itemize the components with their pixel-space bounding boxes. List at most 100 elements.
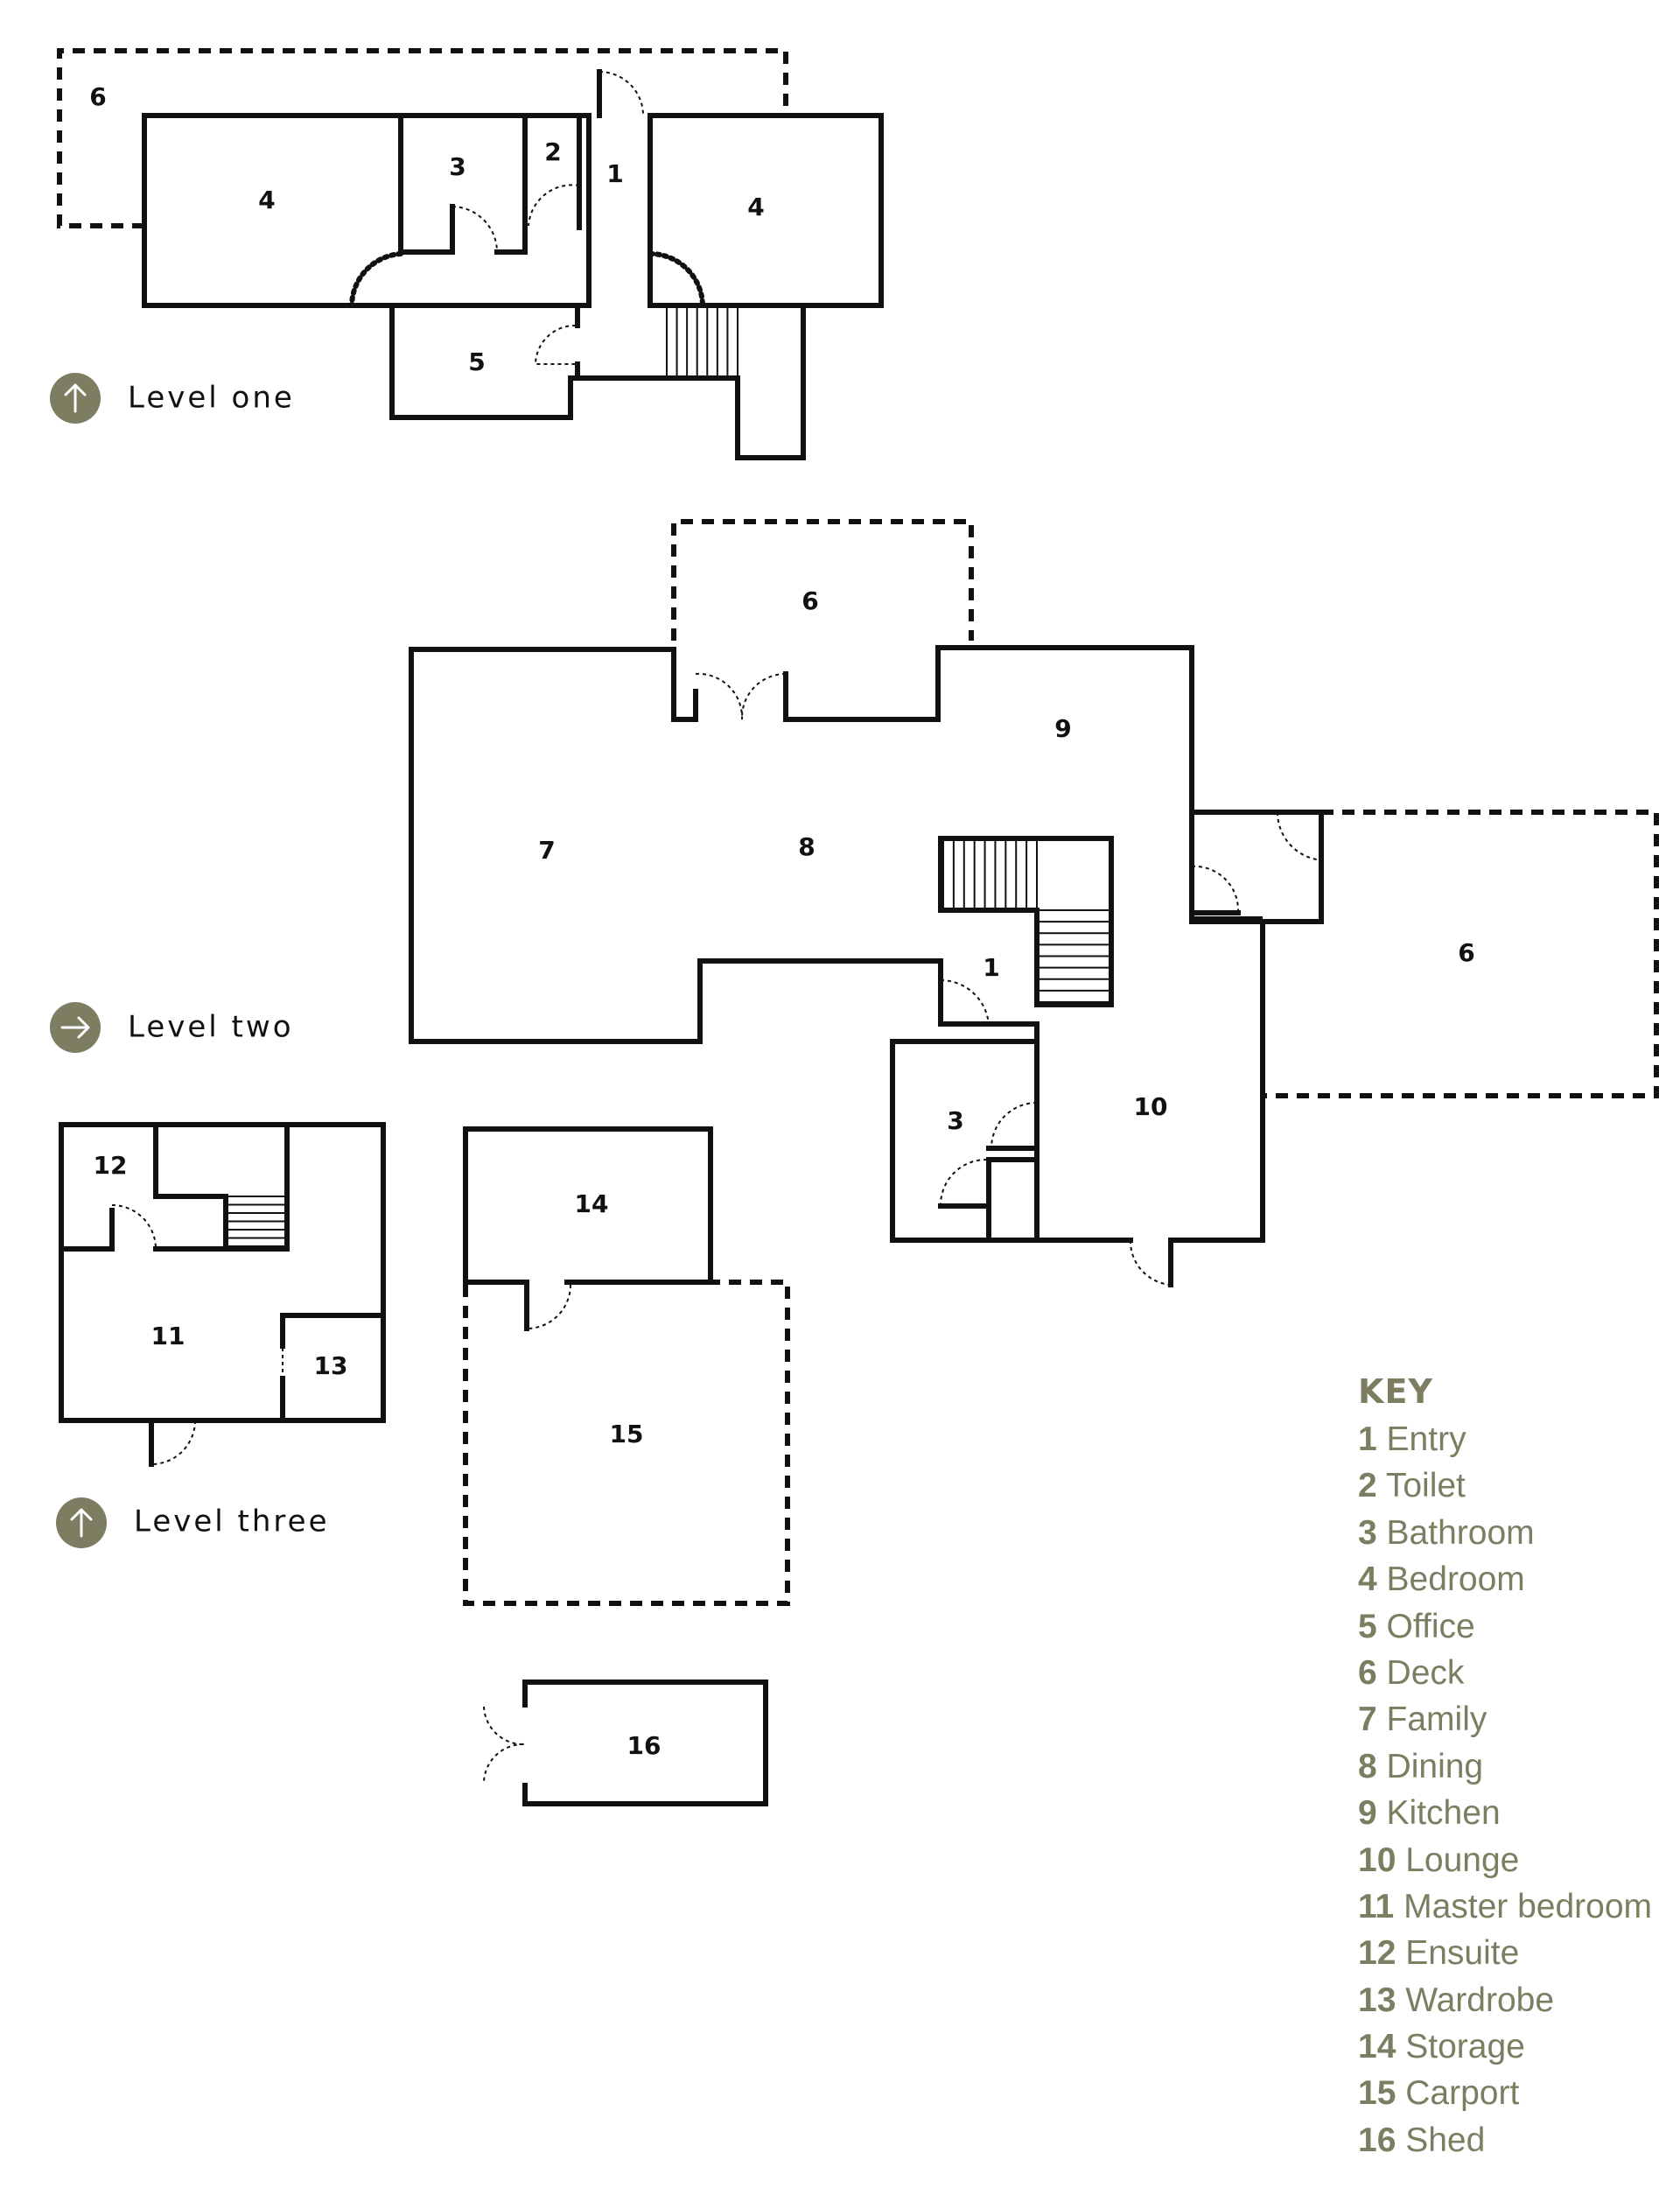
level-two-stairs [942, 841, 1109, 1003]
legend-item-number: 2 [1358, 1467, 1377, 1505]
room-label: 11 [151, 1322, 186, 1350]
room-label: 5 [468, 347, 485, 376]
level-two-double-door-swing-right [740, 673, 787, 720]
level-three-door-swing [150, 1420, 196, 1465]
level-one-bedroom-right [648, 113, 884, 308]
legend-item-number: 7 [1358, 1701, 1377, 1739]
level-one-toilet-door-swing [528, 184, 580, 227]
level-three-outline [59, 1122, 386, 1423]
legend-item-name: Shed [1405, 2121, 1486, 2159]
level-two-top-walls [671, 645, 1263, 923]
legend-item-number: 13 [1358, 1981, 1396, 2019]
legend-item-number: 11 [1358, 1887, 1395, 1925]
level-one-bathroom-door-swing [452, 206, 498, 253]
level-three-ensuite-walls [59, 1122, 228, 1252]
legend-item: 7 Family [1358, 1696, 1673, 1743]
level-three-ensuite-door-swing [111, 1204, 157, 1250]
outbuildings: 14 15 16 [463, 1126, 790, 1806]
legend-item: 8 Dining [1358, 1743, 1673, 1790]
level-two-deck-top [671, 519, 974, 641]
legend-item-name: Master bedroom [1404, 1887, 1653, 1925]
legend-item: 6 Deck [1358, 1650, 1673, 1696]
storage-walls [463, 1126, 713, 1285]
legend-item-number: 8 [1358, 1747, 1377, 1785]
carport-outline [463, 1280, 790, 1606]
room-label: 6 [802, 586, 818, 615]
legend-item-number: 16 [1358, 2121, 1396, 2159]
legend-item-name: Office [1386, 1607, 1475, 1645]
room-label: 14 [575, 1189, 609, 1218]
legend-item-name: Wardrobe [1405, 1981, 1555, 2019]
legend-item-name: Toilet [1385, 1467, 1466, 1505]
level-two-label: Level two [128, 1010, 294, 1045]
room-label: 4 [258, 186, 275, 214]
legend-item: 2 Toilet [1358, 1462, 1673, 1509]
legend-item-name: Lounge [1405, 1841, 1520, 1879]
room-label: 9 [1054, 714, 1071, 743]
legend-item: 4 Bedroom [1358, 1556, 1673, 1602]
level-one-office-door-swing [534, 324, 577, 365]
legend-item-name: Bathroom [1386, 1513, 1535, 1552]
room-label: 7 [538, 836, 555, 865]
level-two-entry-door-swing [940, 978, 990, 1027]
level-one-plan: 6 4 3 2 1 4 5 Level one [50, 48, 884, 460]
level-two-lounge-door-swing [1129, 1239, 1172, 1286]
level-three-plan: 12 11 13 Level three [56, 1122, 386, 1548]
legend-item-number: 1 [1358, 1420, 1377, 1458]
level-two-side-door-swing [1277, 811, 1326, 861]
legend-item: 13 Wardrobe [1358, 1977, 1673, 2023]
legend-item: 5 Office [1358, 1603, 1673, 1650]
legend-item-name: Bedroom [1386, 1560, 1525, 1599]
room-label: 6 [89, 82, 106, 111]
legend-item-number: 3 [1358, 1513, 1377, 1552]
room-label: 1 [606, 159, 623, 188]
level-two-bathroom-walls [938, 1146, 1040, 1243]
legend-item-name: Family [1386, 1701, 1488, 1739]
legend-item-number: 9 [1358, 1794, 1377, 1833]
legend-item-number: 14 [1358, 2028, 1396, 2066]
level-one-hall-walls [577, 116, 653, 256]
level-two-main-outline [409, 647, 943, 1044]
room-label: 10 [1134, 1092, 1168, 1121]
legend-item-number: 4 [1358, 1560, 1377, 1599]
level-one-bathroom-walls [398, 113, 528, 255]
legend-title: KEY [1358, 1372, 1433, 1411]
level-two-bathroom-door-swing [990, 1102, 1038, 1149]
storage-door-swing [526, 1284, 571, 1329]
level-two-bathroom-inner-door-swing [939, 1158, 988, 1207]
legend-item-name: Entry [1386, 1420, 1466, 1458]
room-label: 1 [983, 953, 999, 982]
room-label: 8 [798, 832, 815, 861]
room-label: 3 [449, 152, 466, 181]
level-two-double-door-swing-left [695, 672, 744, 720]
level-three-label: Level three [134, 1504, 330, 1539]
level-one-deck [57, 48, 788, 228]
level-two-kitchen-door-swing [1191, 865, 1240, 911]
room-label: 16 [627, 1731, 662, 1760]
shed-walls [522, 1680, 768, 1806]
legend-item-name: Ensuite [1405, 1934, 1520, 1973]
level-three-wardrobe-walls [280, 1313, 386, 1423]
level-one-bedroom-left [142, 113, 592, 308]
level-two-kitchen-side-walls [1189, 810, 1324, 924]
room-label: 6 [1458, 938, 1474, 967]
shed-door-swing [483, 1706, 526, 1783]
room-label: 2 [544, 137, 561, 166]
level-one-bedroom-door-swing [349, 251, 403, 308]
legend-item-name: Kitchen [1386, 1794, 1501, 1833]
level-one-bedroom-door-swing-right [648, 251, 705, 308]
legend-item: 3 Bathroom [1358, 1510, 1673, 1556]
level-one-front-door-swing [598, 70, 644, 115]
legend-item: 14 Storage [1358, 2023, 1673, 2070]
legend-item-number: 6 [1358, 1653, 1377, 1692]
level-one-office-walls [389, 305, 806, 460]
level-three-stairs [228, 1196, 284, 1247]
legend-item-name: Storage [1405, 2028, 1525, 2066]
legend-item-number: 12 [1358, 1934, 1396, 1973]
legend-item: 11 Master bedroom [1358, 1883, 1673, 1930]
level-two-marker: Level two [50, 1002, 294, 1053]
level-three-marker: Level three [56, 1497, 330, 1548]
level-two-lounge-walls [890, 919, 1265, 1287]
